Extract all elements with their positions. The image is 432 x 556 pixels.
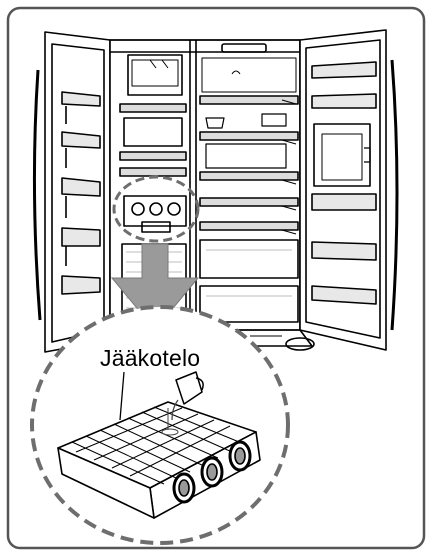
left-door xyxy=(34,32,110,352)
right-door xyxy=(300,30,397,350)
refrigerator-illustration xyxy=(34,30,397,352)
ice-tray-label: Jääkotelo xyxy=(100,345,200,372)
